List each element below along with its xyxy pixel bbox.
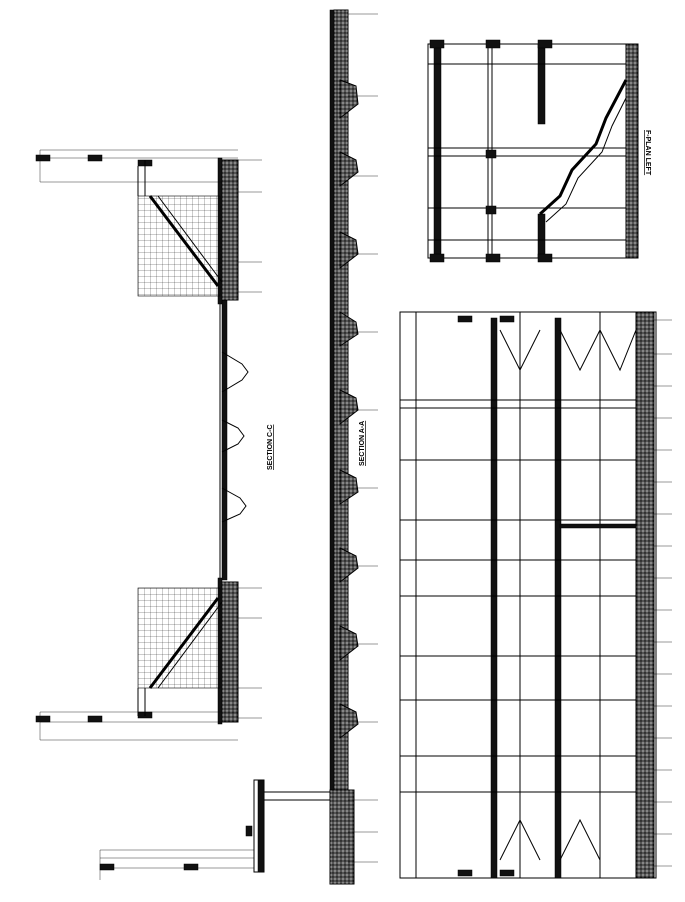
section-c-label: SECTION C-C <box>267 425 274 471</box>
floor-plan-drawing <box>399 311 672 879</box>
section-a-a-drawing: SECTION A-A <box>329 9 378 885</box>
level-markers-c <box>238 159 262 719</box>
section-c-c-drawing: SECTION C-C <box>35 149 274 741</box>
level-markers-a <box>348 13 378 863</box>
section-a-label: SECTION A-A <box>359 421 366 466</box>
plan-view-drawing: F-PLAN LEFT <box>427 39 651 263</box>
level-markers-plan <box>654 319 672 867</box>
stair-detail-drawing <box>99 779 330 880</box>
plan-label: F-PLAN LEFT <box>644 130 651 176</box>
